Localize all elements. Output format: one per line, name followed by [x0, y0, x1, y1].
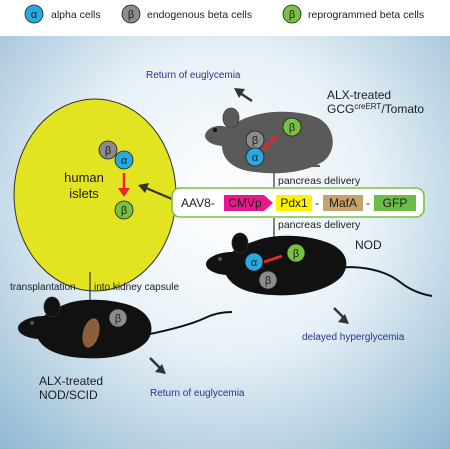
tail: [144, 311, 233, 336]
top-outcome-label: Return of euglycemia: [146, 70, 241, 81]
separator: -: [366, 196, 370, 210]
top-mouse-label-line2: GCGcreERT/Tomato: [327, 102, 424, 116]
arrow-shaft: [239, 91, 253, 103]
bottom-mouse-label-line2: NOD/SCID: [39, 388, 98, 402]
mafa-box: [323, 195, 363, 211]
cmvp-label: CMVp: [228, 196, 262, 210]
bottom-mouse: β: [18, 296, 233, 359]
right-outcome-arrow: [333, 307, 349, 324]
endogenous-beta-cell-icon: [98, 140, 118, 160]
beta-symbol: β: [105, 145, 111, 157]
legend-endogenous-label: endogenous beta cells: [147, 9, 252, 21]
right-outcome-label: delayed hyperglycemia: [302, 332, 405, 343]
transplant-label-left: transplantation: [10, 282, 76, 293]
ear: [222, 107, 240, 129]
top-mouse: β α β: [205, 107, 333, 174]
transplant-label-right: into kidney capsule: [94, 282, 179, 293]
kidney-graft: [82, 318, 100, 348]
legend-endogenous: β endogenous beta cells: [121, 4, 252, 24]
reprogrammed-beta-symbol: β: [289, 9, 295, 21]
reprogrammed-beta-cell-icon: [282, 4, 302, 24]
beta-symbol: β: [265, 275, 271, 287]
middle-mouse: α β β: [206, 232, 433, 297]
reprogrammed-beta-cell-icon: [282, 117, 302, 137]
beta-symbol: β: [293, 248, 299, 260]
legend-reprogrammed: β reprogrammed beta cells: [282, 4, 424, 24]
middle-mouse-label: NOD: [355, 238, 382, 252]
islets-label-line1: human: [64, 170, 104, 185]
legend-alpha-label: alpha cells: [51, 9, 101, 21]
endogenous-beta-cell-icon: [258, 270, 278, 290]
alpha-symbol: α: [252, 152, 259, 164]
ear: [231, 232, 249, 254]
tail: [334, 266, 433, 297]
gfp-box: [374, 195, 416, 211]
upper-delivery-label: pancreas delivery: [278, 175, 361, 187]
bottom-mouse-label-line1: ALX-treated: [39, 374, 103, 388]
legend-bar: [0, 0, 450, 36]
eye: [30, 321, 34, 325]
arrow-shaft: [145, 186, 173, 201]
cmvp-promoter: [224, 195, 273, 211]
legend-reprogrammed-label: reprogrammed beta cells: [308, 9, 424, 21]
endogenous-beta-symbol: β: [128, 9, 134, 21]
beta-symbol: β: [121, 205, 127, 217]
alpha-cell-icon: [244, 252, 264, 272]
reprogramming-arrow: [261, 134, 279, 152]
arrow-head: [138, 183, 149, 193]
alpha-cell-icon: [24, 4, 44, 24]
ear: [43, 296, 61, 318]
creert-superscript: creERT: [354, 102, 381, 111]
pdx1-box: [276, 195, 312, 211]
alpha-symbol: α: [31, 9, 38, 21]
beta-symbol: β: [115, 313, 121, 325]
mafa-label: MafA: [329, 196, 357, 210]
tomato-text: /Tomato: [381, 102, 424, 116]
eye: [213, 128, 217, 132]
bottom-outcome-label: Return of euglycemia: [150, 388, 245, 399]
reprogrammed-beta-cell-icon: [286, 243, 306, 263]
eye: [218, 257, 222, 261]
alpha-symbol: α: [121, 155, 128, 167]
arrow-head: [338, 314, 349, 324]
gcg-text: GCG: [327, 102, 354, 116]
arrow-shaft: [333, 307, 345, 319]
reprogramming-arrow: [263, 254, 283, 264]
endogenous-beta-cell-icon: [108, 308, 128, 328]
top-outcome-arrow: [234, 88, 253, 103]
bottom-outcome-arrow: [149, 357, 166, 374]
alpha-cell-icon: [245, 147, 265, 167]
arrow-head: [234, 88, 245, 98]
reprogrammed-beta-cell-icon: [114, 200, 134, 220]
endogenous-beta-cell-icon: [121, 4, 141, 24]
construct-to-islets-arrow: [138, 183, 173, 201]
beta-symbol: β: [252, 135, 258, 147]
pdx1-label: Pdx1: [280, 196, 308, 210]
arrow-shaft: [149, 357, 161, 369]
alpha-symbol: α: [251, 257, 258, 269]
islets-label-line2: islets: [69, 186, 99, 201]
lower-delivery-label: pancreas delivery: [278, 219, 361, 231]
islet-cells: β α β: [98, 140, 134, 220]
legend-alpha: α alpha cells: [24, 4, 101, 24]
reprogramming-arrow-head: [118, 188, 130, 197]
construct-prefix: AAV8-: [181, 196, 215, 210]
separator: -: [315, 196, 319, 210]
arrow-head: [155, 364, 166, 374]
top-mouse-label-line1: ALX-treated: [327, 88, 391, 102]
gfp-label: GFP: [383, 196, 408, 210]
alpha-cell-icon: [114, 150, 134, 170]
beta-symbol: β: [289, 122, 295, 134]
